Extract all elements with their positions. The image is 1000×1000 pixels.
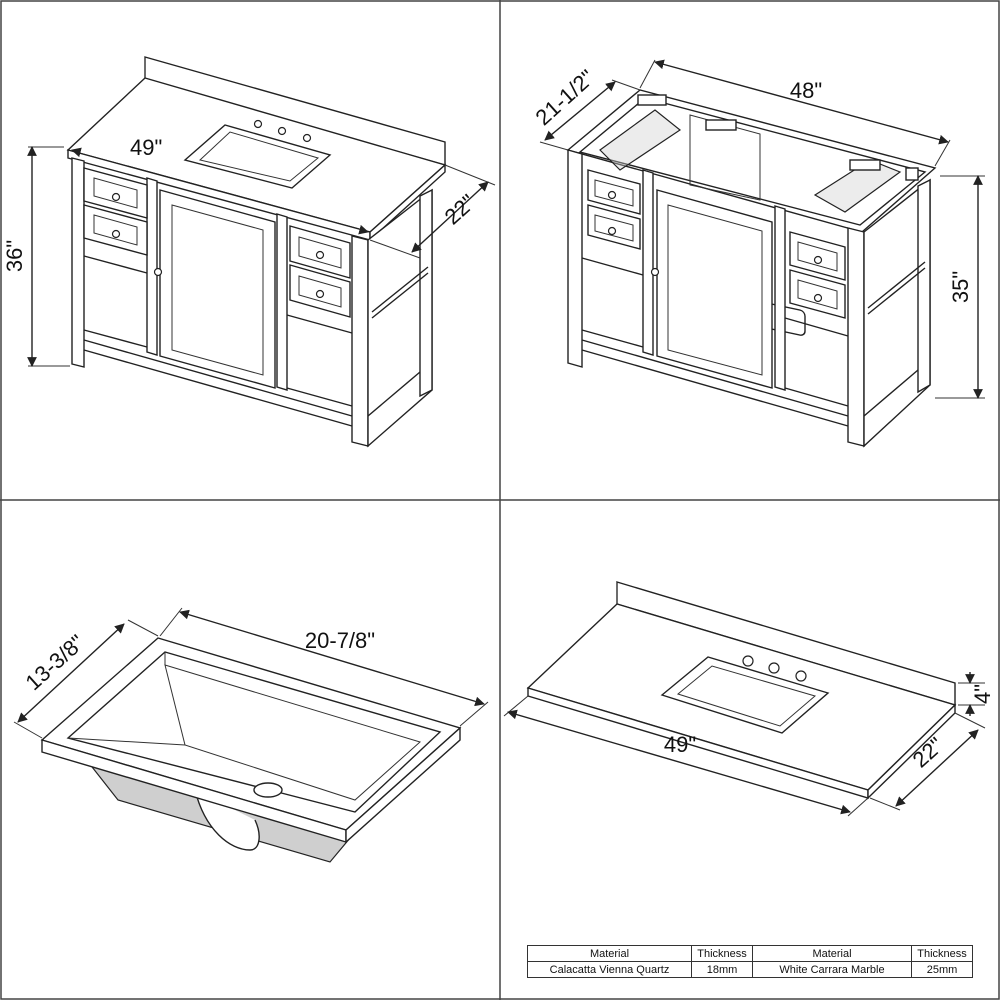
height-dimension-label: 35" [948,271,973,303]
drawer-knob [315,289,325,299]
faucet-hole-center [277,126,287,136]
table-row: Calacatta Vienna Quartz 18mm White Carra… [527,961,973,978]
height-dimension-label: 36" [2,240,27,272]
drawer-knob [111,229,121,239]
door-knob [153,267,163,277]
faucet-hole-left [742,655,754,667]
panel-vanity-cabinet: 35" 48" 21-1/2" [531,59,985,448]
table-header-row: Material Thickness Material Thickness [527,945,973,962]
bracket [705,119,737,131]
depth-dimension-label: 21-1/2" [531,65,600,131]
drawer-knob [111,192,121,202]
bracket [905,167,919,181]
material-marble: White Carrara Marble [752,961,912,978]
faucet-hole-left [253,119,263,129]
width-dimension-label: 49" [130,135,162,160]
bracket [849,159,881,171]
drain-hole [253,782,283,798]
width-dimension-label: 48" [790,78,822,103]
thickness-marble: 25mm [911,961,973,978]
panel-vanity-assembled: 36" 49" 22" [2,56,496,448]
faucet-hole-center [768,662,780,674]
door-knob [650,267,660,277]
cabinet-door [656,189,773,389]
material-spec-table: Material Thickness Material Thickness Ca… [527,945,973,978]
backsplash-dimension-label: 4" [970,684,995,704]
drawer-knob [607,226,617,236]
length-dimension-label: 20-7/8" [305,628,375,653]
width-dimension-label: 13-3/8" [21,630,90,696]
thickness-quartz: 18mm [691,961,753,978]
drawer-knob [813,255,823,265]
bracket [637,94,667,106]
header-thickness-2: Thickness [911,945,973,962]
panel-sink-bowl: 13-3/8" 20-7/8" [13,607,489,863]
header-material-2: Material [752,945,912,962]
header-material-1: Material [527,945,692,962]
drawer-knob [607,190,617,200]
drawer-knob [315,250,325,260]
faucet-hole-right [795,670,807,682]
drawer-knob [813,293,823,303]
header-thickness-1: Thickness [691,945,753,962]
faucet-hole-right [302,133,312,143]
cabinet-door [159,189,276,389]
material-quartz: Calacatta Vienna Quartz [527,961,692,978]
width-dimension-label: 49" [664,732,696,757]
panel-countertop: 49" 22" 4" [503,581,995,817]
